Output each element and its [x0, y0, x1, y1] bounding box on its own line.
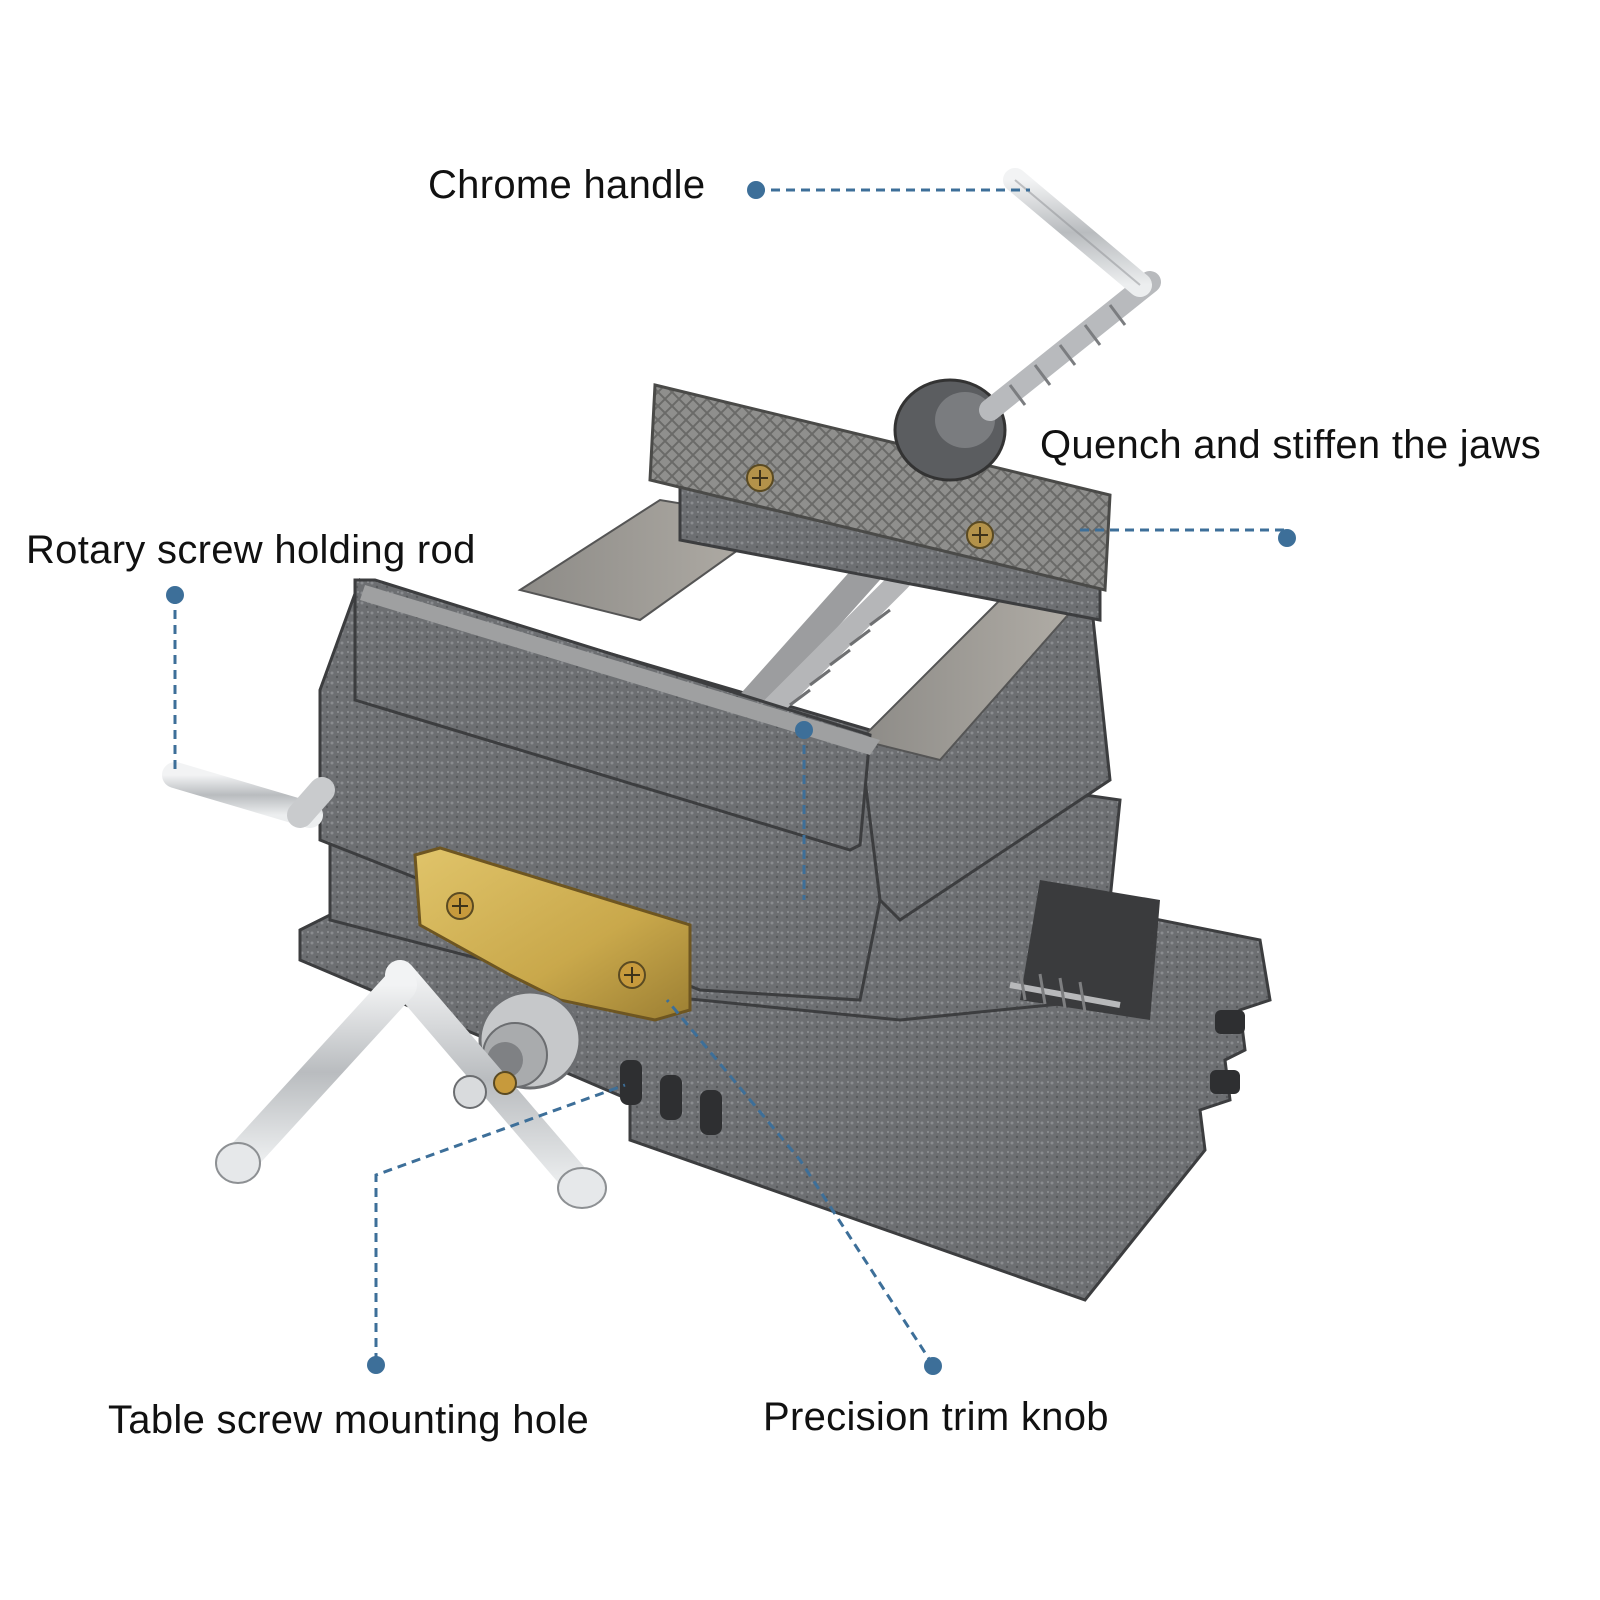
- callout-quench-jaws: Quench and stiffen the jaws: [1040, 423, 1542, 467]
- leader-table-hole: [367, 1083, 626, 1374]
- callout-rotary-rod: Rotary screw holding rod: [26, 528, 476, 572]
- rotary-holding-rod: [162, 762, 335, 828]
- lower-lead-screw: [1009, 969, 1121, 1013]
- vise-illustration: [162, 168, 1272, 1302]
- leader-rotary-rod: [166, 586, 184, 775]
- fixed-jaw-face: [360, 585, 880, 755]
- leader-jaw-rail: [795, 721, 813, 900]
- fixed-jaw: [353, 578, 872, 852]
- leader-trim-knob: [665, 999, 942, 1375]
- table-screw-slots: [620, 1010, 1245, 1135]
- chrome-handle: [979, 168, 1161, 421]
- callout-table-hole: Table screw mounting hole: [108, 1398, 590, 1442]
- leader-chrome-handle: [747, 181, 1030, 199]
- lower-screw-window: [1020, 880, 1160, 1020]
- leader-quench-jaws: [1080, 528, 1296, 547]
- front-crank-handle: [215, 960, 607, 1209]
- precision-trim-knob: [478, 990, 582, 1090]
- callout-trim-knob: Precision trim knob: [763, 1395, 1109, 1439]
- callout-chrome-handle: Chrome handle: [428, 163, 706, 207]
